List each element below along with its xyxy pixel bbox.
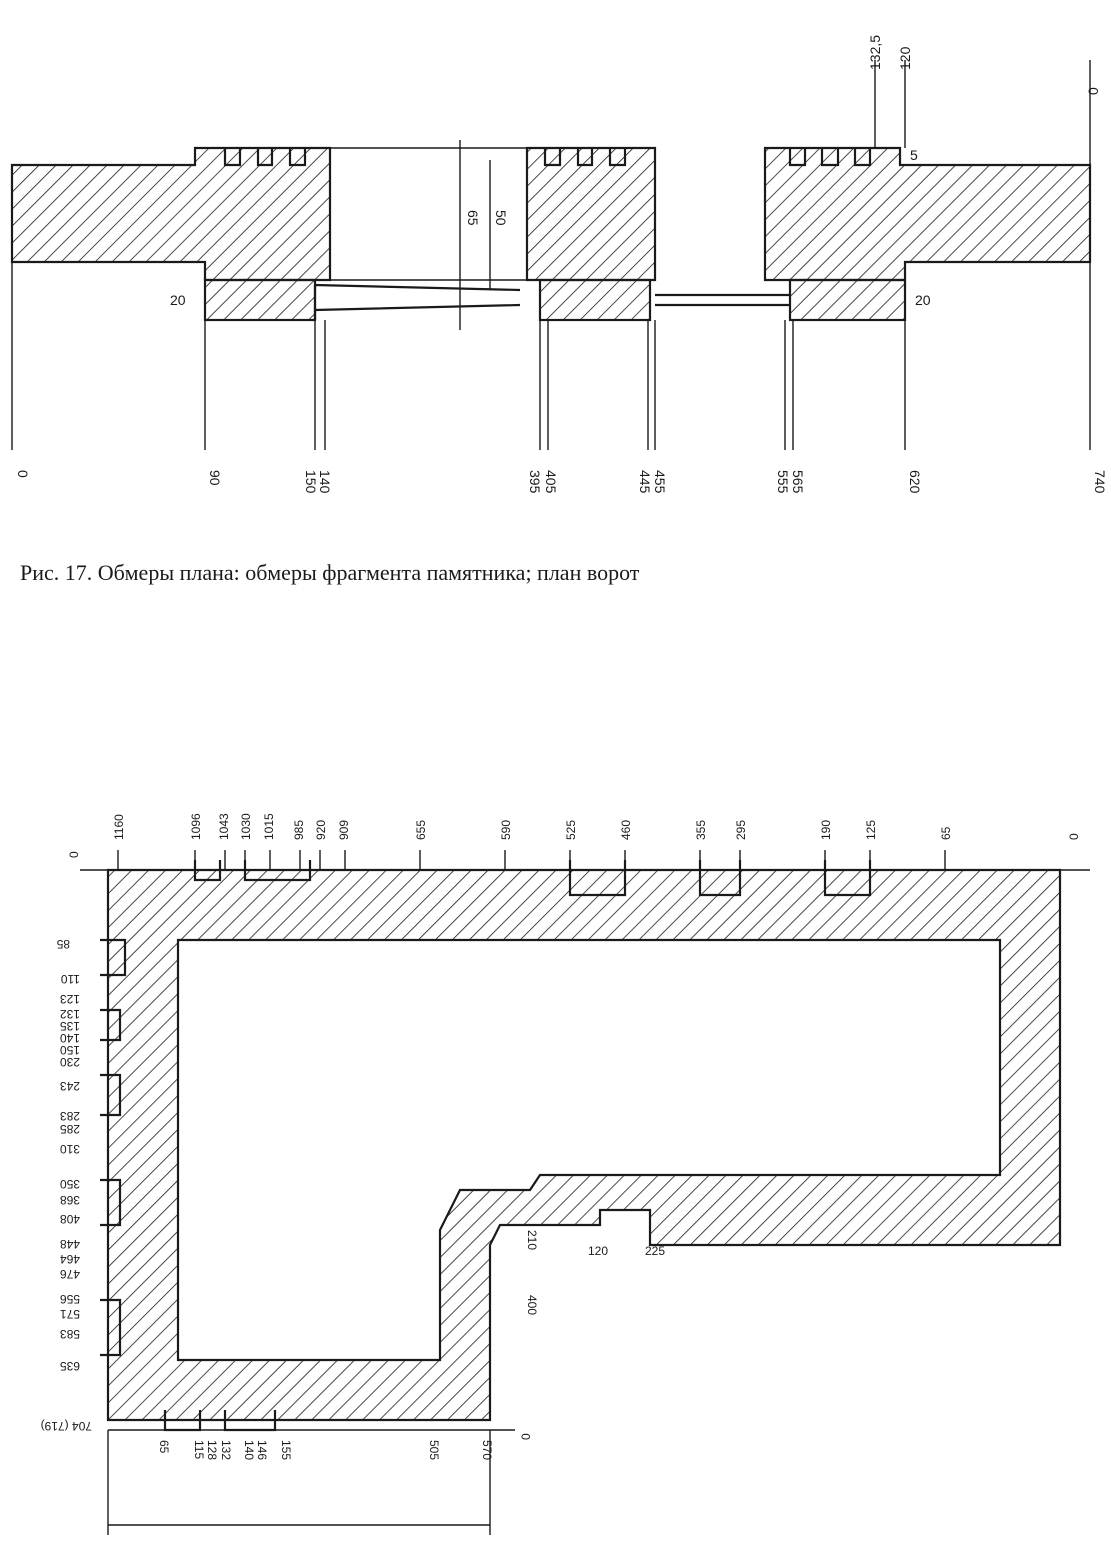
plan-left-571: 571 [60, 1307, 80, 1321]
plan-left-140: 140 [60, 1031, 80, 1045]
gate-label-445: 445 [637, 470, 653, 494]
gate-origin-label: 0 [1085, 87, 1101, 95]
plan-top-125: 125 [864, 820, 878, 840]
plan-top-909: 909 [337, 820, 351, 840]
gate-right-pier [788, 278, 907, 322]
plan-top-1015: 1015 [262, 813, 276, 840]
building-plan: 1160 1096 1043 1030 1015 985 920 909 655… [41, 813, 1090, 1535]
plan-left-368: 368 [60, 1193, 80, 1207]
figure-caption: Рис. 17. Обмеры плана: обмеры фрагмента … [20, 560, 640, 585]
plan-left-583: 583 [60, 1327, 80, 1341]
plan-top-295: 295 [734, 820, 748, 840]
gate-label-0: 0 [15, 470, 31, 478]
plan-bottom-140: 140 [242, 1440, 256, 1460]
gate-leaf-left [313, 283, 521, 320]
plan-top-590: 590 [499, 820, 513, 840]
gate-label-50: 50 [493, 210, 509, 226]
gate-label-455: 455 [652, 470, 668, 494]
plan-left-285: 285 [60, 1122, 80, 1136]
plan-top-1043: 1043 [217, 813, 231, 840]
plan-top-190: 190 [819, 820, 833, 840]
plan-left-704-719: 704 (719) [41, 1419, 92, 1433]
plan-top-1096: 1096 [189, 813, 203, 840]
plan-top-525: 525 [564, 820, 578, 840]
gate-right-wall [763, 146, 1092, 282]
gate-right-mark: 5 [910, 147, 918, 163]
gate-extension-lines [11, 60, 1091, 450]
plan-left-448: 448 [60, 1237, 80, 1251]
plan-left-85: 85 [56, 937, 70, 951]
plan-left-110: 110 [61, 972, 80, 986]
plan-left-556: 556 [60, 1292, 80, 1306]
plan-left-350: 350 [60, 1177, 80, 1191]
plan-bottom-115: 115 [192, 1440, 206, 1459]
plan-top-65: 65 [939, 826, 953, 840]
gate-label-555: 555 [775, 470, 791, 494]
plan-inner-210: 210 [525, 1230, 539, 1250]
gate-label-740: 740 [1092, 470, 1108, 494]
plan-top-1030: 1030 [239, 813, 253, 840]
gate-middle-pier [538, 278, 652, 322]
plan-left-243: 243 [60, 1079, 80, 1093]
plan-bottom-128: 128 [205, 1440, 219, 1460]
plan-left-635: 635 [60, 1359, 80, 1373]
plan-origin-bottom-right: 0 [519, 1433, 533, 1440]
building-walls [106, 868, 1062, 1422]
plan-top-985: 985 [292, 820, 306, 840]
gate-plan: 0 90 140 150 395 405 445 455 555 565 620… [10, 35, 1108, 494]
gate-label-620: 620 [907, 470, 923, 494]
gate-label-120: 120 [897, 46, 913, 70]
gate-label-65: 65 [465, 210, 481, 226]
gate-left-wall [10, 146, 332, 282]
gate-label-395: 395 [527, 470, 543, 494]
gate-wall-label-right: 20 [915, 292, 931, 308]
plan-left-150: 150 [60, 1043, 80, 1057]
plan-top-355: 355 [694, 820, 708, 840]
plan-top-920: 920 [314, 820, 328, 840]
plan-top-460: 460 [619, 820, 633, 840]
plan-bottom-505: 505 [427, 1440, 441, 1460]
gate-label-132-5: 132,5 [867, 35, 883, 70]
gate-label-90: 90 [207, 470, 223, 486]
gate-label-140: 140 [317, 470, 333, 494]
plan-top-1160: 1160 [112, 814, 126, 840]
plan-origin-top-right: 0 [1067, 833, 1081, 840]
gate-middle-block [525, 146, 657, 282]
plan-left-283: 283 [60, 1109, 80, 1123]
gate-wall-label-left: 20 [170, 292, 186, 308]
plan-left-123: 123 [60, 992, 80, 1006]
plan-left-132: 132 [60, 1007, 80, 1021]
gate-label-150: 150 [303, 470, 319, 494]
plan-left-464: 464 [60, 1252, 80, 1266]
plan-origin-top-left: 0 [67, 851, 81, 858]
plan-top-655: 655 [414, 820, 428, 840]
plan-left-230: 230 [60, 1055, 80, 1069]
plan-bottom-132: 132 [219, 1440, 233, 1460]
gate-label-565: 565 [790, 470, 806, 494]
plan-bottom-146: 146 [255, 1440, 269, 1460]
plan-inner-400: 400 [525, 1295, 539, 1315]
gate-left-pier [203, 278, 317, 322]
plan-bottom-155: 155 [279, 1440, 293, 1460]
gate-leaf-right [655, 293, 790, 307]
plan-bottom-570: 570 [480, 1440, 494, 1460]
plan-inner-120: 120 [588, 1244, 608, 1258]
building-extension-lines [80, 850, 1090, 1535]
plan-left-310: 310 [60, 1142, 80, 1156]
gate-label-405: 405 [543, 470, 559, 494]
plan-inner-225: 225 [645, 1244, 665, 1258]
plan-left-476: 476 [60, 1267, 80, 1281]
plan-left-135: 135 [60, 1019, 80, 1033]
plan-bottom-65: 65 [157, 1440, 171, 1454]
plan-left-408: 408 [60, 1212, 80, 1226]
